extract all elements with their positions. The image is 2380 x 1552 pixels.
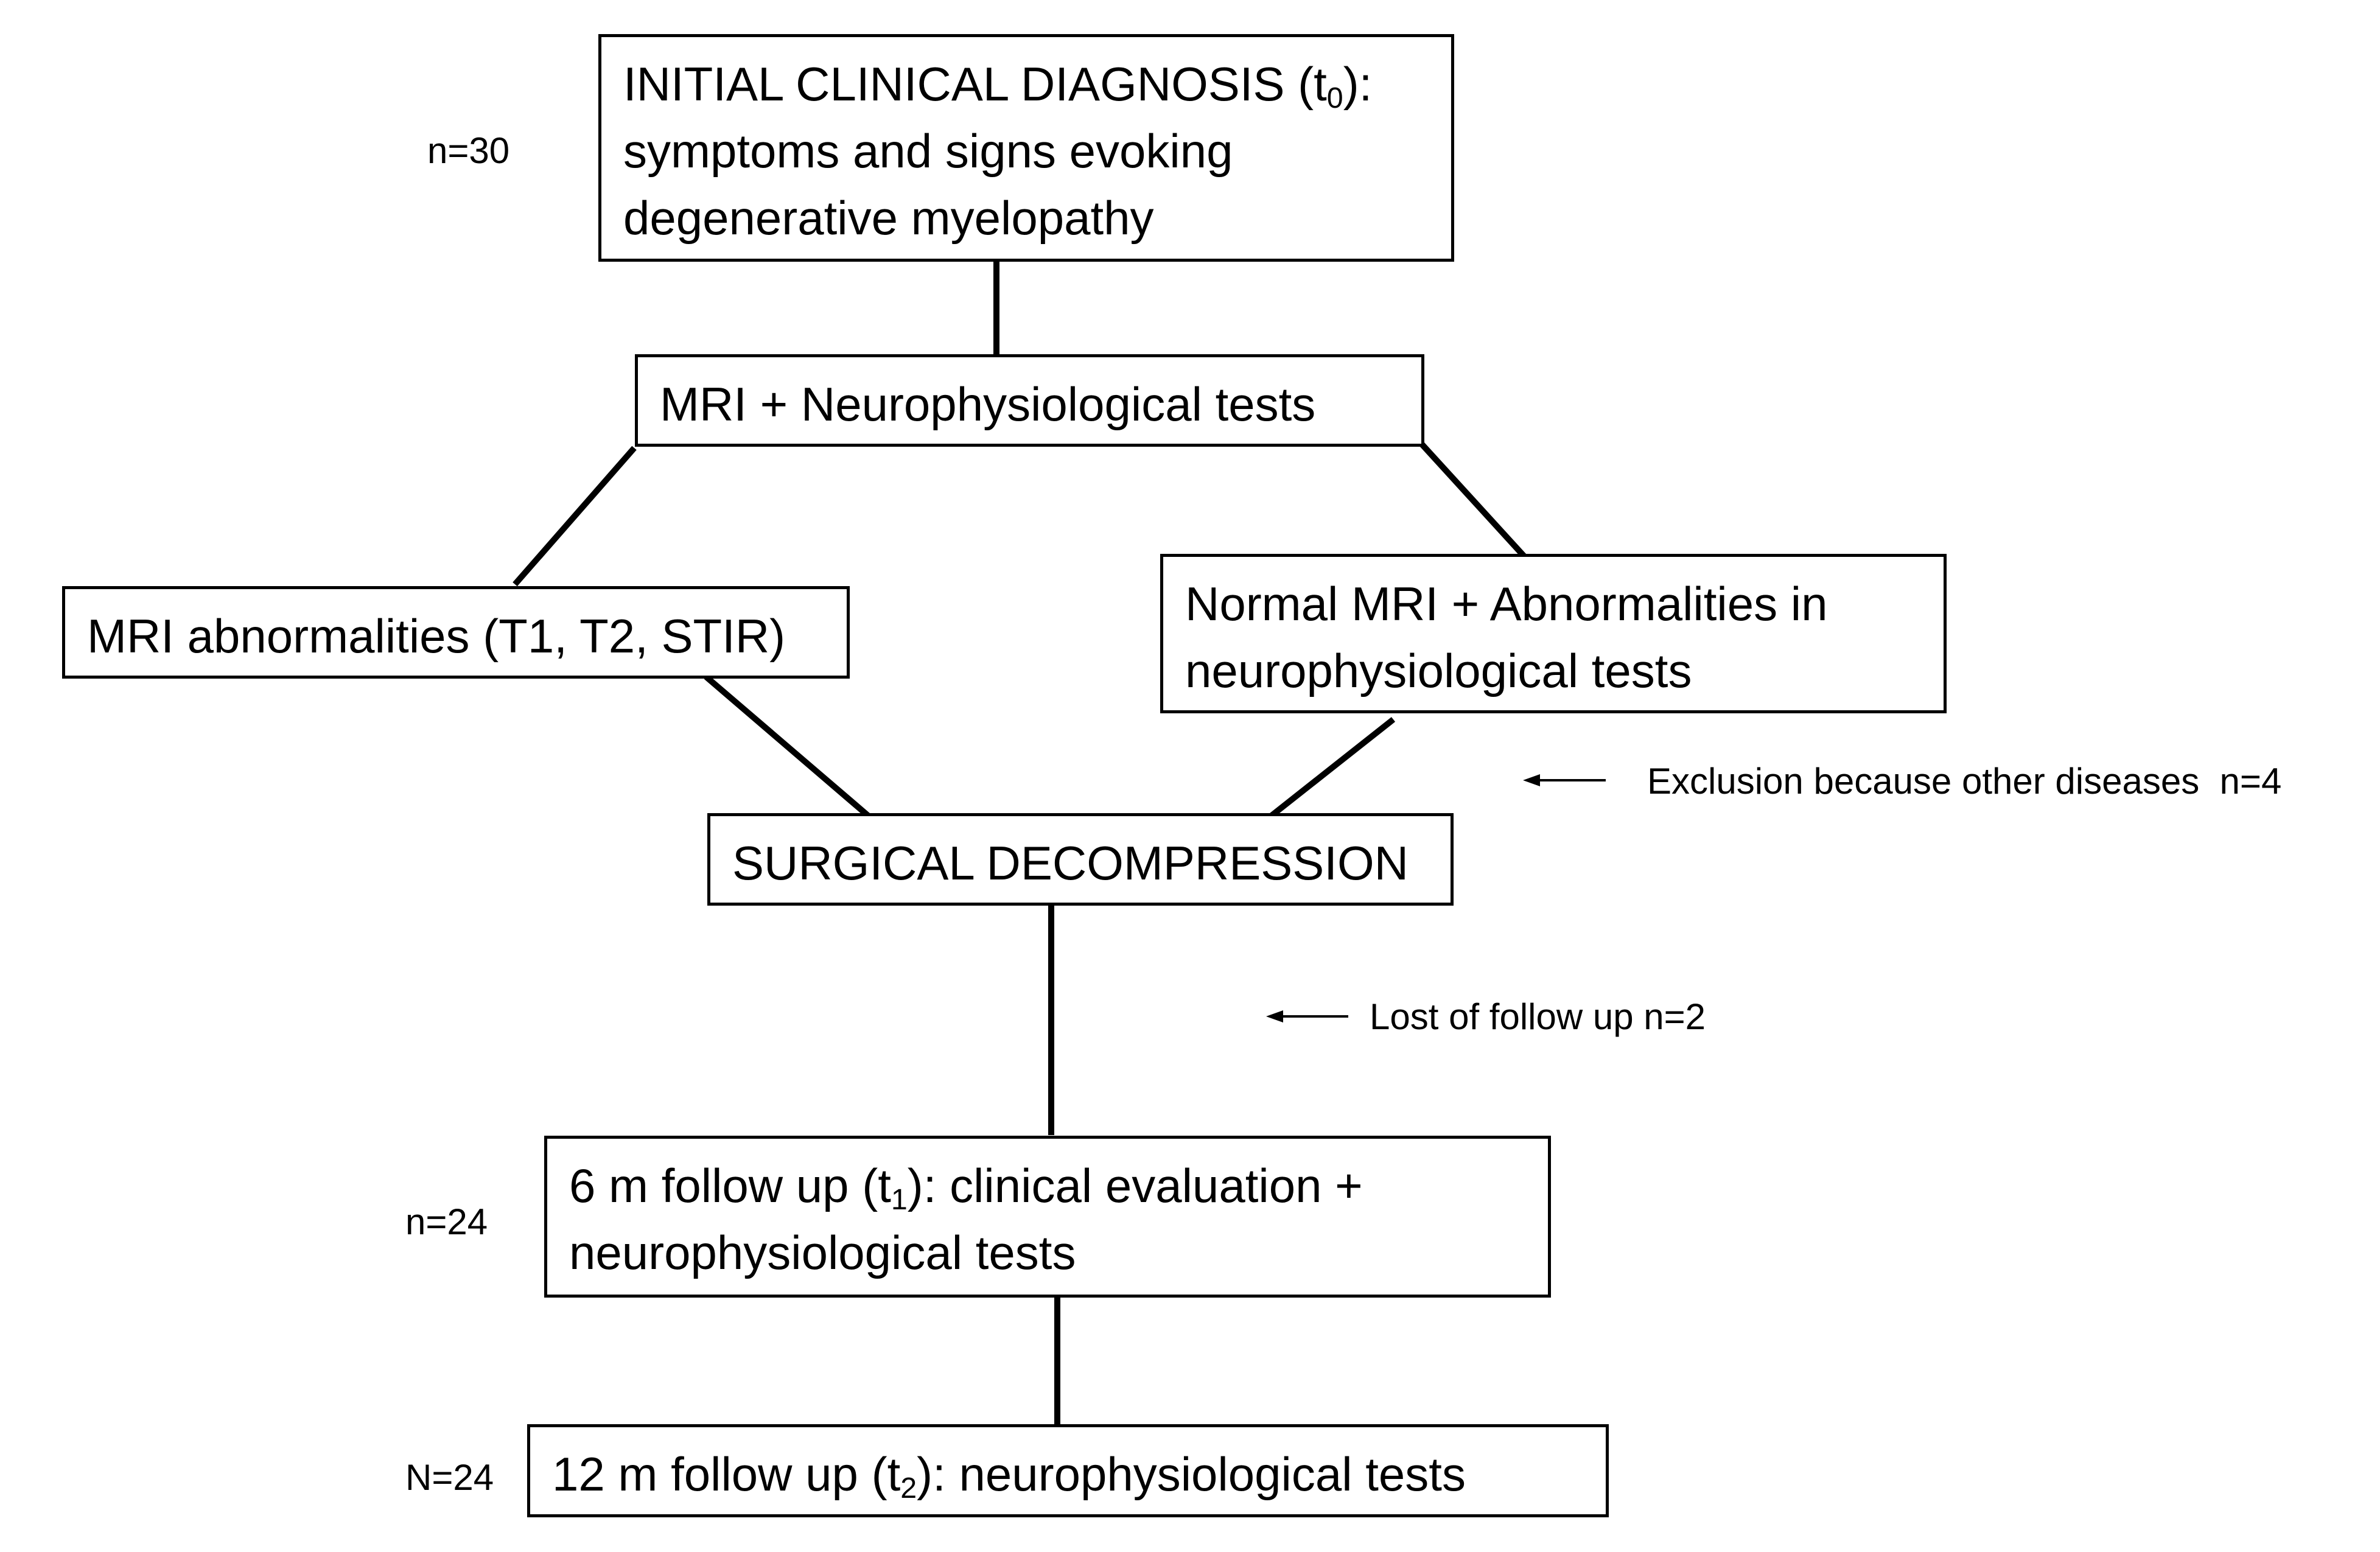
normal-mri-box: Normal MRI + Abnormalities in neurophysi… [1160, 554, 1947, 713]
mri-abnormalities-box: MRI abnormalities (T1, T2, STIR) [62, 586, 850, 679]
initial-diagnosis-box: INITIAL CLINICAL DIAGNOSIS (t0): symptom… [598, 34, 1454, 262]
surgery-box: SURGICAL DECOMPRESSION [707, 813, 1454, 906]
followup-6m-box: 6 m follow up (t1): clinical evaluation … [544, 1136, 1551, 1298]
followup-12m-box: 12 m follow up (t2): neurophysiological … [527, 1424, 1609, 1517]
initial-diagnosis-line3: degenerative myelopathy [623, 191, 1154, 245]
mri-tests-label: MRI + Neurophysiological tests [660, 377, 1316, 431]
exclusion-arrow-head [1523, 774, 1540, 786]
normal-mri-line1: Normal MRI + Abnormalities in [1185, 577, 1828, 631]
initial-diagnosis-line1: INITIAL CLINICAL DIAGNOSIS (t0): [623, 57, 1373, 115]
followup-12m-line1: 12 m follow up (t2): neurophysiological … [552, 1447, 1466, 1505]
connector-normal-to-surgery [1269, 717, 1396, 818]
count-initial: n=30 [427, 130, 510, 171]
followup-6m-line2: neurophysiological tests [569, 1226, 1076, 1279]
mri-abnormalities-label: MRI abnormalities (T1, T2, STIR) [87, 609, 786, 663]
normal-mri-line2: neurophysiological tests [1185, 644, 1692, 697]
exclusion-note: Exclusion because other diseases n=4 [1647, 761, 2282, 802]
followup-6m-line1: 6 m follow up (t1): clinical evaluation … [569, 1159, 1363, 1217]
count-followup-6m: n=24 [405, 1201, 488, 1242]
lost-followup-note: Lost of follow up n=2 [1370, 996, 1706, 1037]
mri-tests-box: MRI + Neurophysiological tests [635, 354, 1424, 447]
connector-abnormalities-to-surgery [704, 674, 870, 818]
connector-mri-to-abnormalities [513, 446, 637, 587]
lost-arrow-head [1266, 1010, 1283, 1022]
connector-mri-to-normal [1419, 442, 1527, 559]
initial-diagnosis-line2: symptoms and signs evoking [623, 124, 1233, 178]
count-followup-12m: N=24 [405, 1457, 494, 1498]
surgery-label: SURGICAL DECOMPRESSION [732, 836, 1409, 890]
